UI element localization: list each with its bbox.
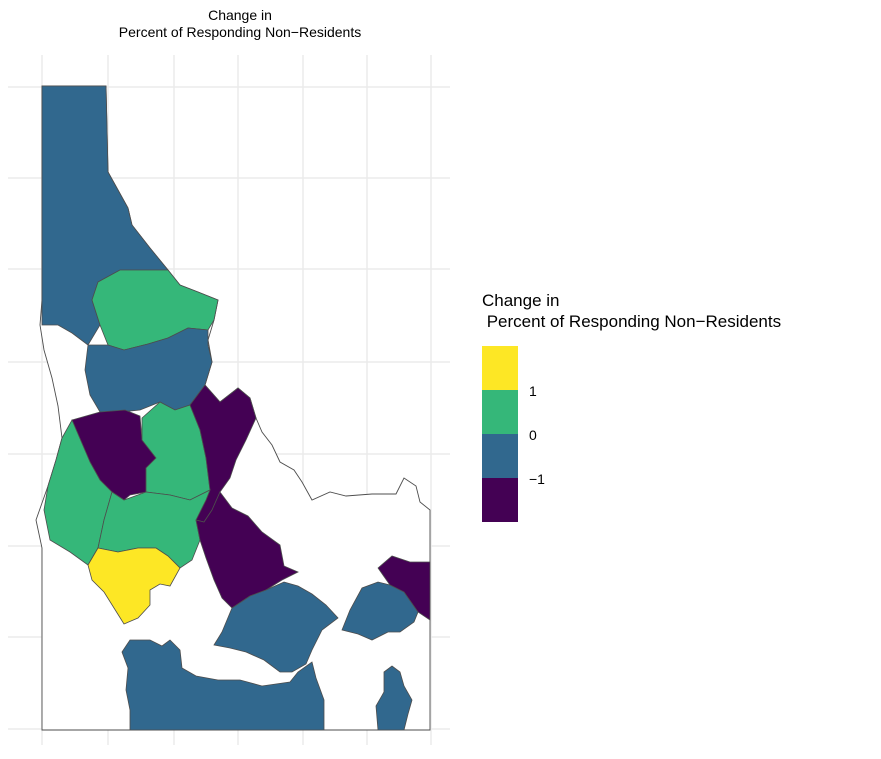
legend-title: Change in Percent of Responding Non−Resi… <box>482 291 782 331</box>
region-custer-butte <box>195 491 299 609</box>
legend-swatch-mid-low <box>482 434 518 478</box>
map-title: Change in Percent of Responding Non−Resi… <box>118 7 362 40</box>
legend-swatch-high <box>482 346 518 390</box>
region-south-central <box>121 639 325 731</box>
legend: Change in Percent of Responding Non−Resi… <box>482 290 781 526</box>
county-regions <box>41 85 431 731</box>
region-bear-lake <box>375 665 413 731</box>
legend-label-neg1: −1 <box>529 471 545 487</box>
choropleth-map <box>8 55 450 745</box>
legend-swatch-low <box>482 478 518 522</box>
legend-label-0: 0 <box>529 427 537 443</box>
region-bonneville <box>341 581 419 641</box>
region-ada-canyon <box>87 547 181 625</box>
region-blaine-magic <box>213 581 339 673</box>
legend-label-1: 1 <box>529 383 537 399</box>
region-lemhi <box>189 384 257 523</box>
legend-swatch-mid-high <box>482 390 518 434</box>
legend-scale: 1 0 −1 <box>482 346 602 526</box>
